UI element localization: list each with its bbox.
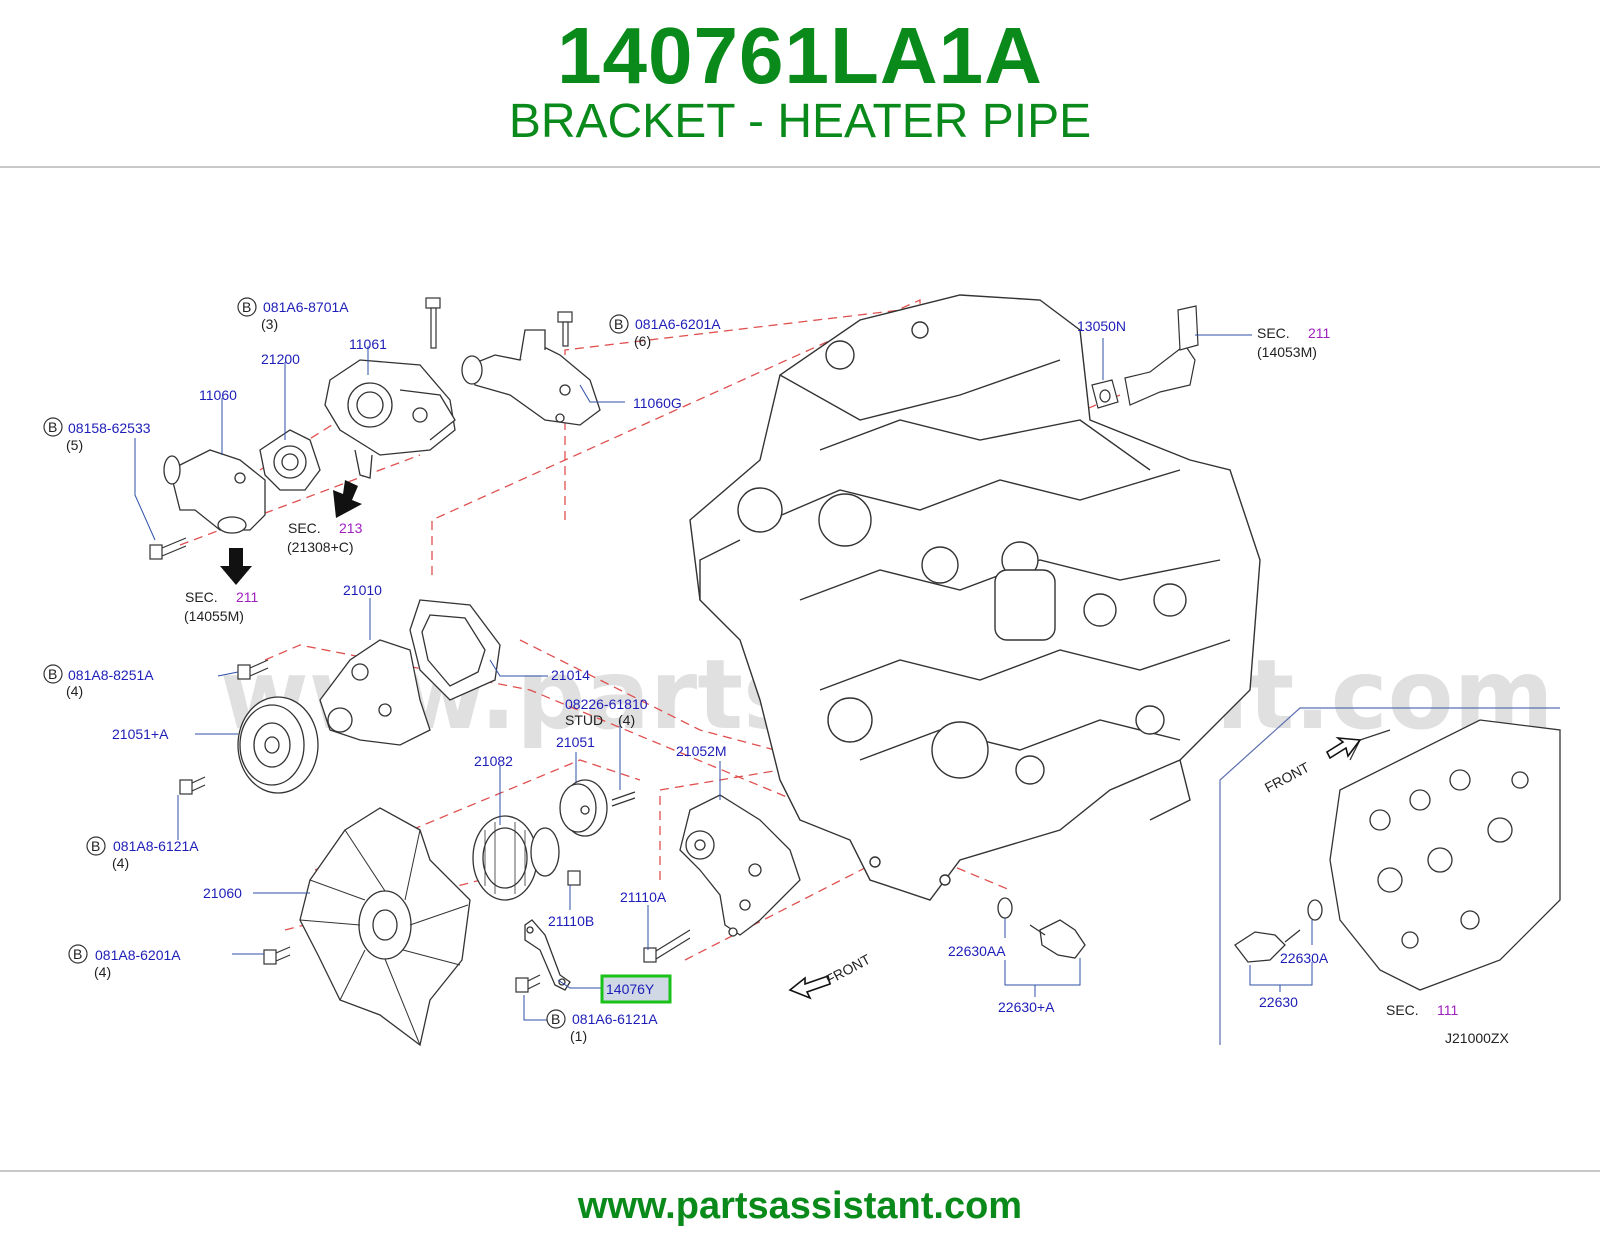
label-081a6-6201a: 081A6-6201A [635, 316, 721, 332]
label-sec-sub: (14055M) [184, 608, 244, 624]
footer-divider [0, 1170, 1600, 1172]
label-sec: SEC. [1257, 325, 1290, 341]
label-21014: 21014 [551, 667, 590, 683]
b-letter: B [551, 1011, 560, 1027]
b-circle-icon [237, 297, 257, 317]
label-21010: 21010 [343, 582, 382, 598]
b-letter: B [48, 419, 57, 435]
arrow-front-icon [788, 974, 831, 1000]
part-number-title: 140761LA1A [557, 11, 1043, 100]
fan-clutch-drawing [472, 815, 560, 901]
label-sec-sub: (14053M) [1257, 344, 1317, 360]
section-arrows [220, 480, 362, 585]
label-qty: (4) [618, 712, 635, 728]
label-081a6-6121a: 081A6-6121A [572, 1011, 658, 1027]
label-qty: (6) [634, 333, 651, 349]
b-letter: B [73, 946, 82, 962]
label-14076y: 14076Y [606, 981, 655, 997]
b-letter: B [48, 666, 57, 682]
label-qty: (4) [112, 855, 129, 871]
temperature-sensor-drawing [997, 897, 1323, 963]
label-11060: 11060 [199, 387, 237, 403]
front-arrows [788, 736, 1362, 1000]
label-22630: 22630 [1259, 994, 1298, 1010]
pulley-drawing [237, 696, 319, 794]
label-qty: (3) [261, 316, 278, 332]
b-circle-icon [68, 944, 88, 964]
label-21200: 21200 [261, 351, 300, 367]
arrow-front-icon [1325, 736, 1362, 760]
label-081a8-8251a: 081A8-8251A [68, 667, 154, 683]
label-sec-111: 111 [1437, 1002, 1458, 1018]
label-11061: 11061 [349, 336, 387, 352]
thermostat-housing-drawing [163, 329, 601, 534]
label-qty: (5) [66, 437, 83, 453]
label-sec-211: 211 [236, 589, 259, 605]
label-sec: SEC. [1386, 1002, 1419, 1018]
drawing-code: J21000ZX [1445, 1030, 1509, 1046]
header-divider [0, 166, 1600, 168]
label-qty: (1) [570, 1028, 587, 1044]
label-081a8-6201a: 081A8-6201A [95, 947, 181, 963]
b-letter: B [242, 299, 251, 315]
b-letter: B [614, 316, 623, 332]
b-circle-icon [43, 664, 63, 684]
b-markers [43, 297, 629, 1029]
label-sec-213: 213 [339, 520, 363, 536]
cylinder-head-inset [1219, 707, 1561, 1045]
b-circle-icon [86, 836, 106, 856]
label-21082: 21082 [474, 753, 513, 769]
highlight-box-14076y [600, 974, 672, 1004]
label-08226-61810: 08226-61810 [565, 696, 648, 712]
label-sec: SEC. [185, 589, 218, 605]
label-21052m: 21052M [676, 743, 727, 759]
label-22630aa: 22630AA [948, 943, 1006, 959]
label-front: FRONT [1262, 759, 1312, 796]
arrow-down-icon [333, 480, 362, 518]
part-description: BRACKET - HEATER PIPE [508, 95, 1092, 148]
b-letter: B [91, 838, 100, 854]
label-21051: 21051 [556, 734, 595, 750]
b-circle-icon [546, 1009, 566, 1029]
label-sec-sub: (21308+C) [287, 539, 354, 555]
label-stud: STUD [565, 712, 603, 728]
label-22630a: 22630A [1280, 950, 1329, 966]
label-21051a: 21051+A [112, 726, 169, 742]
label-22630-plus-a: 22630+A [998, 999, 1055, 1015]
label-qty: (4) [94, 964, 111, 980]
label-081a8-6121a: 081A8-6121A [113, 838, 199, 854]
footer-website-link[interactable]: www.partsassistant.com [577, 1185, 1023, 1227]
tensioner-bracket-drawing [679, 794, 801, 937]
b-circle-icon [609, 314, 629, 334]
bolt-drawings [149, 297, 1199, 993]
b-circle-icon [43, 417, 63, 437]
label-sec: SEC. [288, 520, 321, 536]
label-qty: (4) [66, 683, 83, 699]
parts-diagram: www.partsassistant.com [43, 294, 1561, 1047]
b-marker-letters: B B B B B B B [48, 299, 623, 1027]
label-21110a: 21110A [620, 889, 667, 905]
arrow-down-icon [220, 548, 252, 585]
label-11060g: 11060G [633, 395, 682, 411]
label-08158-62533: 08158-62533 [68, 420, 151, 436]
leader-lines [134, 334, 1313, 1021]
idler-pulley-drawing [559, 779, 636, 837]
label-21060: 21060 [203, 885, 242, 901]
label-sec-211: 211 [1308, 325, 1331, 341]
label-21110b: 21110B [548, 913, 594, 929]
engine-block-drawing [689, 294, 1261, 901]
cooling-fan-drawing [299, 807, 471, 1047]
label-13050n: 13050N [1077, 318, 1126, 334]
water-pump-drawing [319, 599, 501, 746]
header: 140761LA1A BRACKET - HEATER PIPE [0, 0, 1600, 168]
label-front: FRONT [823, 951, 873, 988]
label-081a6-8701a: 081A6-8701A [263, 299, 349, 315]
